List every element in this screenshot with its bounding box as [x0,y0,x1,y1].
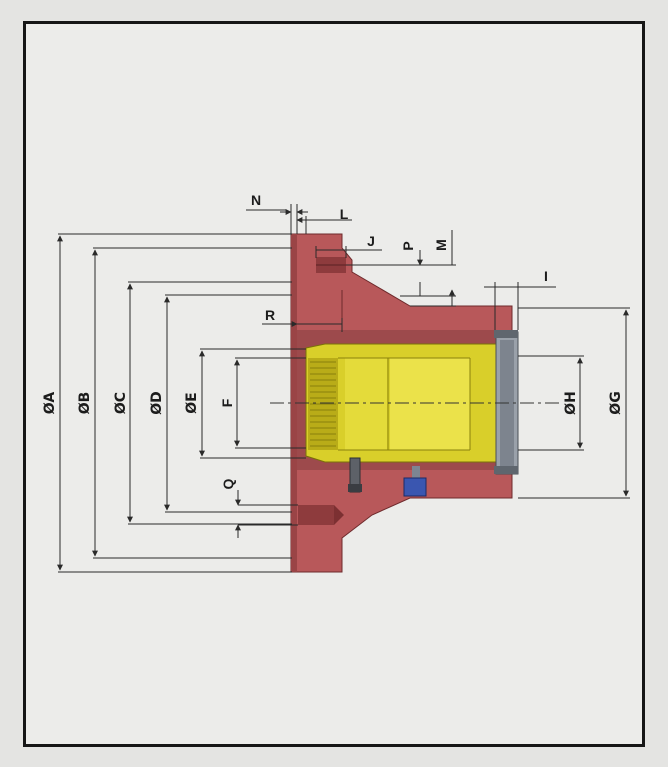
label-n: N [251,192,261,208]
label-j: J [367,233,375,249]
label-r: R [265,307,275,323]
label-p: P [400,241,416,250]
label-e: ØE [184,392,200,413]
label-l: L [340,206,349,222]
blue-bolt [403,466,427,497]
label-q: Q [220,478,236,489]
label-c: ØC [113,392,129,414]
end-ring [494,330,519,475]
dimension-labels: ØA ØB ØC ØD ØE F ØH ØG P M Q N L J I R [42,192,624,489]
flange-face [291,234,297,572]
label-b: ØB [77,392,93,415]
label-g: ØG [608,391,624,414]
label-i: I [544,268,548,284]
label-h: ØH [563,391,579,415]
lower-bolt-hole [298,505,334,525]
dimension-lines [57,204,630,573]
label-d: ØD [149,391,165,415]
label-a: ØA [42,392,58,415]
label-m: M [433,239,449,251]
label-f: F [219,398,235,407]
set-screw [348,457,362,493]
